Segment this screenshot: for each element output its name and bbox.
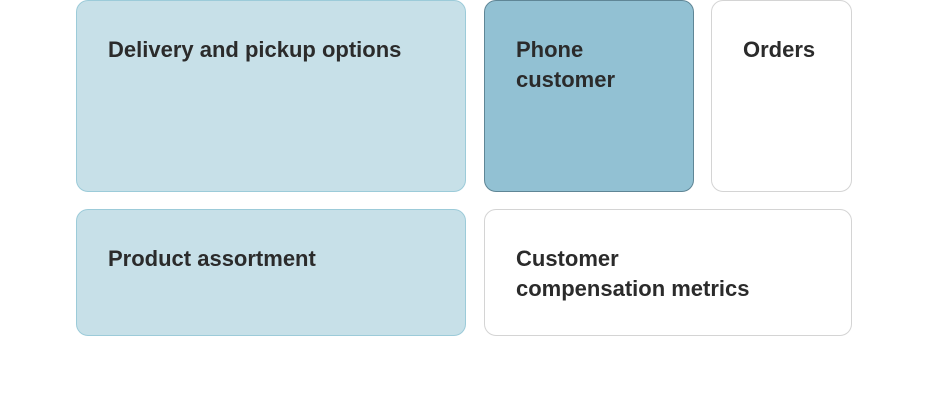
tile-label: Delivery and pickup options <box>108 37 402 62</box>
tile-label: Product assortment <box>108 246 316 271</box>
tile-product-assortment[interactable]: Product assortment <box>76 209 466 336</box>
tile-label: Orders <box>743 37 816 62</box>
tile-label: Customer compensation metrics <box>516 246 750 301</box>
tile-orders[interactable]: Orders <box>711 0 852 192</box>
tile-label: Phone customer <box>516 37 616 92</box>
tile-delivery-and-pickup-options[interactable]: Delivery and pickup options <box>76 0 466 192</box>
tile-customer-compensation-metrics[interactable]: Customer compensation metrics <box>484 209 852 336</box>
tile-phone-customer[interactable]: Phone customer <box>484 0 694 192</box>
